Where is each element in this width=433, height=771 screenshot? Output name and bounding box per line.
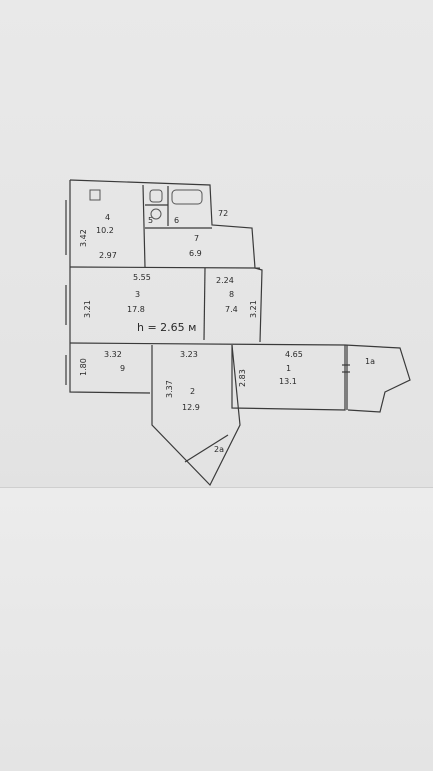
dim-332: 3.32 bbox=[104, 350, 122, 359]
room-1a-id: 1a bbox=[365, 357, 375, 366]
dim-321-left: 3.21 bbox=[83, 300, 92, 318]
bathroom-fixtures bbox=[89, 189, 203, 220]
dim-180: 1.80 bbox=[79, 358, 88, 376]
plan-walls bbox=[65, 179, 411, 487]
room-2-id: 2 bbox=[190, 387, 195, 396]
room-2a-id: 2a bbox=[214, 445, 224, 454]
room-7-area: 6.9 bbox=[189, 249, 202, 258]
dim-283: 2.83 bbox=[238, 369, 247, 387]
dim-337: 3.37 bbox=[165, 380, 174, 398]
room-5-id: 5 bbox=[148, 216, 153, 225]
dim-465: 4.65 bbox=[285, 350, 303, 359]
dim-342: 3.42 bbox=[79, 229, 88, 247]
room-4-id: 4 bbox=[105, 213, 110, 222]
room-1-id: 1 bbox=[286, 364, 291, 373]
room-7-id: 7 bbox=[194, 234, 199, 243]
dim-555: 5.55 bbox=[133, 273, 151, 282]
room-8-id: 8 bbox=[229, 290, 234, 299]
room-1-area: 13.1 bbox=[279, 377, 297, 386]
dim-224: 2.24 bbox=[216, 276, 234, 285]
paper-sheet-lower bbox=[0, 487, 433, 771]
room-8-area: 7.4 bbox=[225, 305, 238, 314]
room-3-area: 17.8 bbox=[127, 305, 145, 314]
ceiling-height-label: h = 2.65 м bbox=[137, 321, 196, 334]
room-3-id: 3 bbox=[135, 290, 140, 299]
room-6-id: 6 bbox=[174, 216, 179, 225]
dim-321-right: 3.21 bbox=[249, 300, 258, 318]
room-2-area: 12.9 bbox=[182, 403, 200, 412]
room-4-area: 10.2 bbox=[96, 226, 114, 235]
dim-323: 3.23 bbox=[180, 350, 198, 359]
room-9-area: 9 bbox=[120, 364, 125, 373]
dim-72: 72 bbox=[218, 209, 228, 218]
dim-297: 2.97 bbox=[99, 251, 117, 260]
